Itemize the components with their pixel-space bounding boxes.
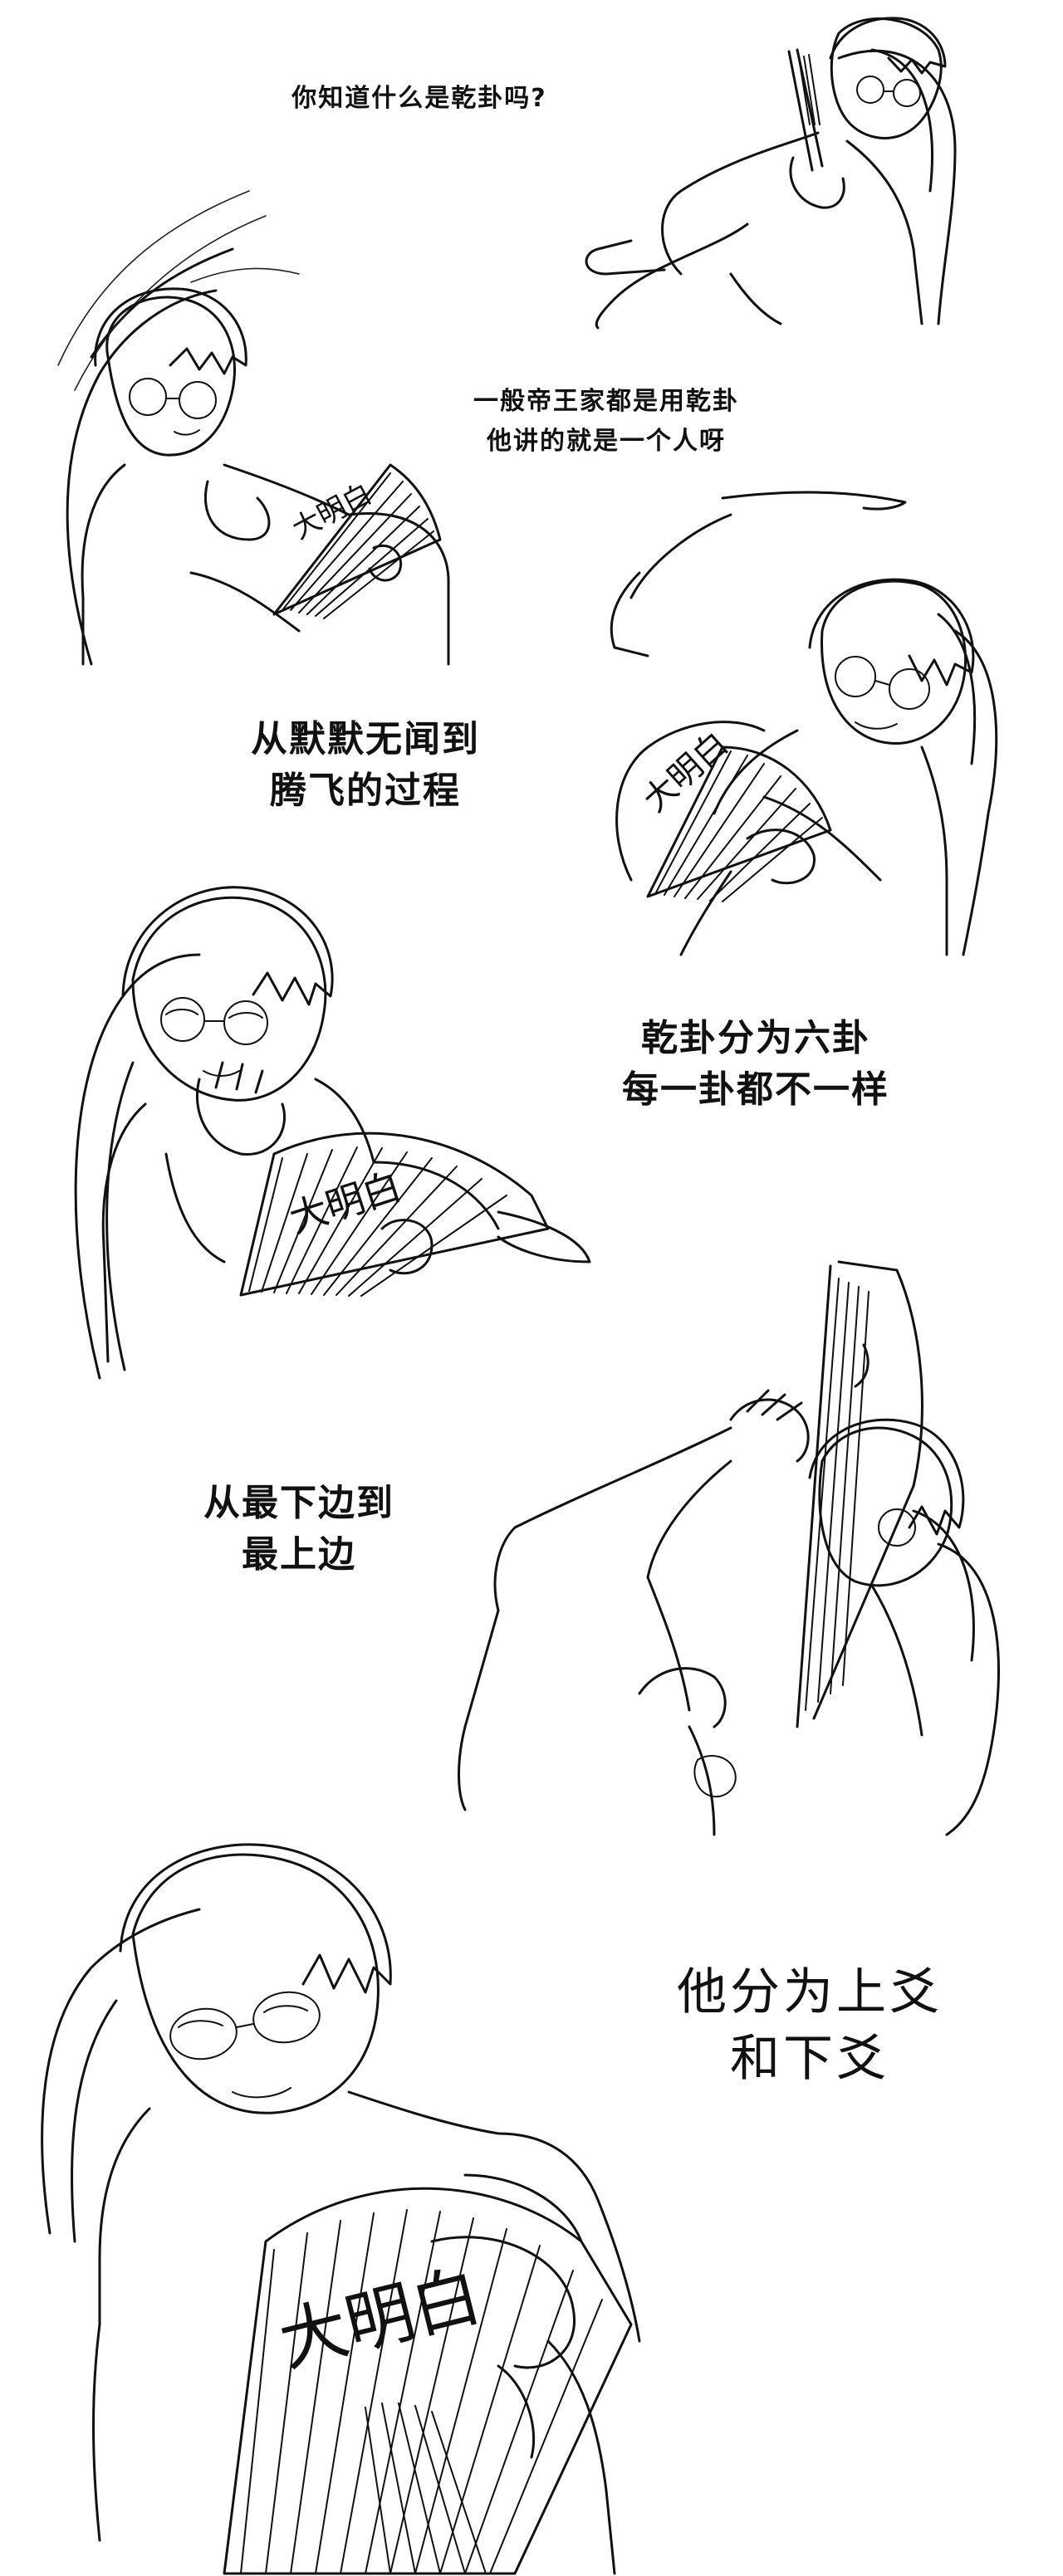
panel-2-caption: 一般帝王家都是用乾卦 他讲的就是一个人呀 [473,387,739,456]
panel-2-illustration [57,190,450,666]
panel-3-fan-text: 大明白 [636,725,736,819]
panel-3-caption: 从默默无闻到 腾飞的过程 [251,718,480,812]
panel-4-illustration [74,886,500,1380]
panel-4-caption: 乾卦分为六卦 每一卦都不一样 [622,1017,889,1111]
panel-5-caption: 从最下边到 最上边 [203,1482,394,1576]
panel-1-caption: 你知道什么是乾卦吗? [291,84,547,113]
panel-3-illustration [610,491,998,956]
panel-6-illustration [41,1843,641,2575]
panel-6-caption: 他分为上爻 和下爻 [677,1963,943,2088]
panel-5-illustration [458,1260,1000,1836]
panel-6-fan-text: 大明白 [272,2256,489,2383]
panel-4-fan: 大明白 [239,1132,591,1297]
panel-1-illustration [585,17,957,330]
panel-6-fan: 大明白 [223,2187,633,2575]
panel-2-fan: 大明白 [272,463,442,619]
panel-4-fan-text: 大明白 [284,1163,407,1241]
panel-2-fan-text: 大明白 [287,477,377,546]
